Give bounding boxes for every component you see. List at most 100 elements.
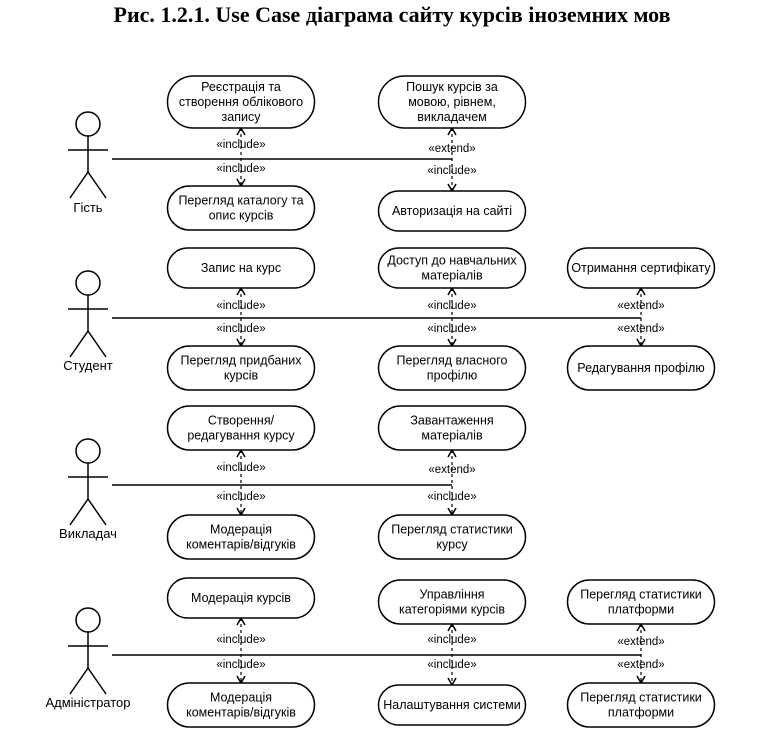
figure-caption: Рис. 1.2.1. Use Case діаграма сайту курс… (113, 2, 671, 27)
arrowhead-up (447, 286, 457, 296)
actor-name: Студент (63, 358, 113, 373)
relation-label: «include» (216, 491, 265, 503)
relation-label: «extend» (617, 323, 664, 335)
use-case-label: Доступ до навчальних (387, 254, 517, 268)
use-case-label: Перегляд статистики (580, 588, 702, 602)
use-case-label: платформи (608, 603, 674, 617)
actor-left-leg (69, 498, 89, 526)
actor-name: Адміністратор (45, 695, 130, 710)
use-case-label: Перегляд придбаних (181, 354, 303, 368)
arrowhead-up (447, 622, 457, 632)
uc-create-course: Створення/редагування курсу (166, 405, 316, 451)
use-case-label: викладачем (417, 110, 487, 124)
use-case-oval (166, 682, 316, 728)
actor-name: Гість (73, 200, 102, 215)
relation-label: «include» (427, 165, 476, 177)
use-case-label: Перегляд каталогу та (178, 194, 303, 208)
use-case-label: Авторизація на сайті (392, 204, 512, 218)
use-case-label: мовою, рівнем, (408, 95, 496, 109)
use-case-label: Модерація (210, 523, 272, 537)
use-case-oval (566, 579, 716, 625)
use-case-oval (377, 579, 527, 625)
use-case-oval (377, 514, 527, 560)
arrowhead-up (447, 448, 457, 458)
relation-label: «include» (216, 634, 265, 646)
use-case-label: матеріалів (421, 269, 483, 283)
uc-edit-profile: Редагування профілю (566, 345, 716, 391)
use-case-label: Пошук курсів за (406, 80, 498, 94)
uc-enroll-course: Запис на курс (166, 247, 316, 289)
use-case-label: Перегляд статистики (391, 523, 513, 537)
relation-label: «include» (427, 659, 476, 671)
arrowhead-up (236, 616, 246, 626)
use-case-label: створення облікового (179, 95, 303, 109)
use-case-oval (377, 345, 527, 391)
use-case-oval (566, 345, 716, 391)
actor-right-leg (87, 667, 107, 695)
arrowhead-up (236, 286, 246, 296)
use-case-label: опис курсів (209, 209, 274, 223)
relation-label: «include» (427, 300, 476, 312)
actor-left-leg (69, 171, 89, 199)
uc-system-settings: Налаштування системи (377, 684, 527, 726)
use-case-label: Модерація курсів (191, 591, 291, 605)
use-case-oval (566, 247, 716, 289)
use-case-oval (166, 577, 316, 619)
arrowhead-down (447, 183, 457, 193)
actor-head (75, 270, 101, 296)
use-case-oval (166, 75, 316, 129)
use-case-label: Налаштування системи (383, 698, 520, 712)
use-case-oval (377, 190, 527, 232)
relation-label: «extend» (617, 300, 664, 312)
relation-label: «extend» (428, 143, 475, 155)
relation-label: «include» (427, 634, 476, 646)
use-case-label: Реєстрація та (201, 80, 281, 94)
use-case-label: запису (222, 110, 262, 124)
actor-left-leg (69, 667, 89, 695)
use-case-label: Редагування профілю (577, 361, 704, 375)
actor-right-leg (87, 171, 107, 199)
use-case-oval (377, 684, 527, 726)
arrowhead-up (236, 448, 246, 458)
use-case-oval (377, 405, 527, 451)
use-case-oval (377, 247, 527, 289)
use-case-label: Модерація (210, 691, 272, 705)
use-case-label: курсів (224, 369, 259, 383)
use-case-label: Перегляд статистики (580, 691, 702, 705)
uc-authorization: Авторизація на сайті (377, 190, 527, 232)
actor-head (75, 438, 101, 464)
use-case-oval (166, 247, 316, 289)
use-case-label: Управління (419, 588, 484, 602)
actor-administrator: Адміністратор (45, 607, 131, 710)
use-case-oval (166, 405, 316, 451)
use-case-label: Запис на курс (201, 261, 281, 275)
arrowhead-up (236, 126, 246, 136)
relation-label: «include» (216, 462, 265, 474)
actor-right-leg (87, 330, 107, 358)
actor-teacher: Викладач (59, 438, 117, 541)
relation-label: «include» (216, 300, 265, 312)
use-case-label: коментарів/відгуків (186, 538, 296, 552)
use-case-label: Завантаження (410, 414, 493, 428)
use-case-label: Перегляд власного (397, 354, 508, 368)
relation-label: «extend» (617, 636, 664, 648)
actor-guest: Гість (68, 111, 108, 215)
use-case-oval (166, 514, 316, 560)
use-case-oval (166, 185, 316, 231)
actor-name: Викладач (59, 526, 117, 541)
use-case-oval (166, 345, 316, 391)
uc-moderate-courses: Модерація курсів (166, 577, 316, 619)
relation-label: «extend» (428, 464, 475, 476)
relation-label: «include» (216, 163, 265, 175)
relation-label: «include» (427, 323, 476, 335)
use-case-label: коментарів/відгуків (186, 706, 296, 720)
